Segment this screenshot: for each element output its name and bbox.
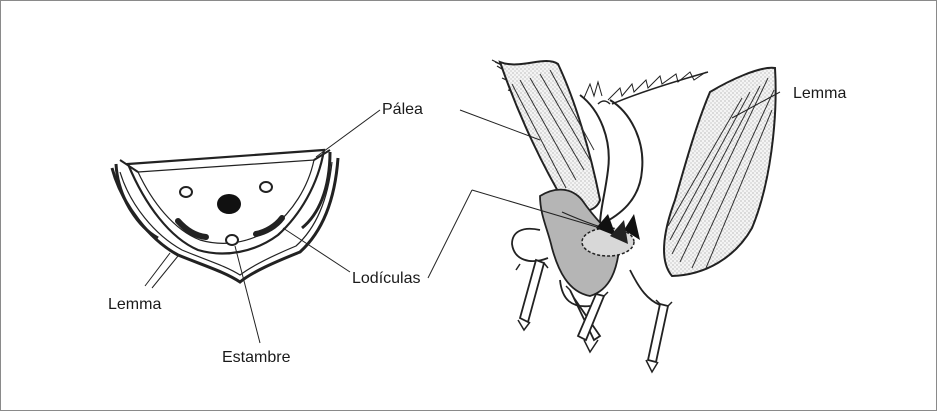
lemma-side-view <box>664 68 776 276</box>
anther <box>520 260 544 322</box>
label-palea: Pálea <box>382 101 423 118</box>
palea-side-view <box>500 61 600 211</box>
side-view-drawing <box>492 60 776 372</box>
stamen <box>260 182 272 192</box>
anther <box>648 304 668 362</box>
stamen <box>226 235 238 245</box>
label-lemma-right: Lemma <box>793 85 846 102</box>
label-lodiculas: Lodículas <box>352 270 421 287</box>
ovary <box>217 194 241 214</box>
label-estambre: Estambre <box>222 349 291 366</box>
cross-section-drawing <box>112 150 338 282</box>
stamen <box>180 187 192 197</box>
label-lemma-left: Lemma <box>108 296 161 313</box>
